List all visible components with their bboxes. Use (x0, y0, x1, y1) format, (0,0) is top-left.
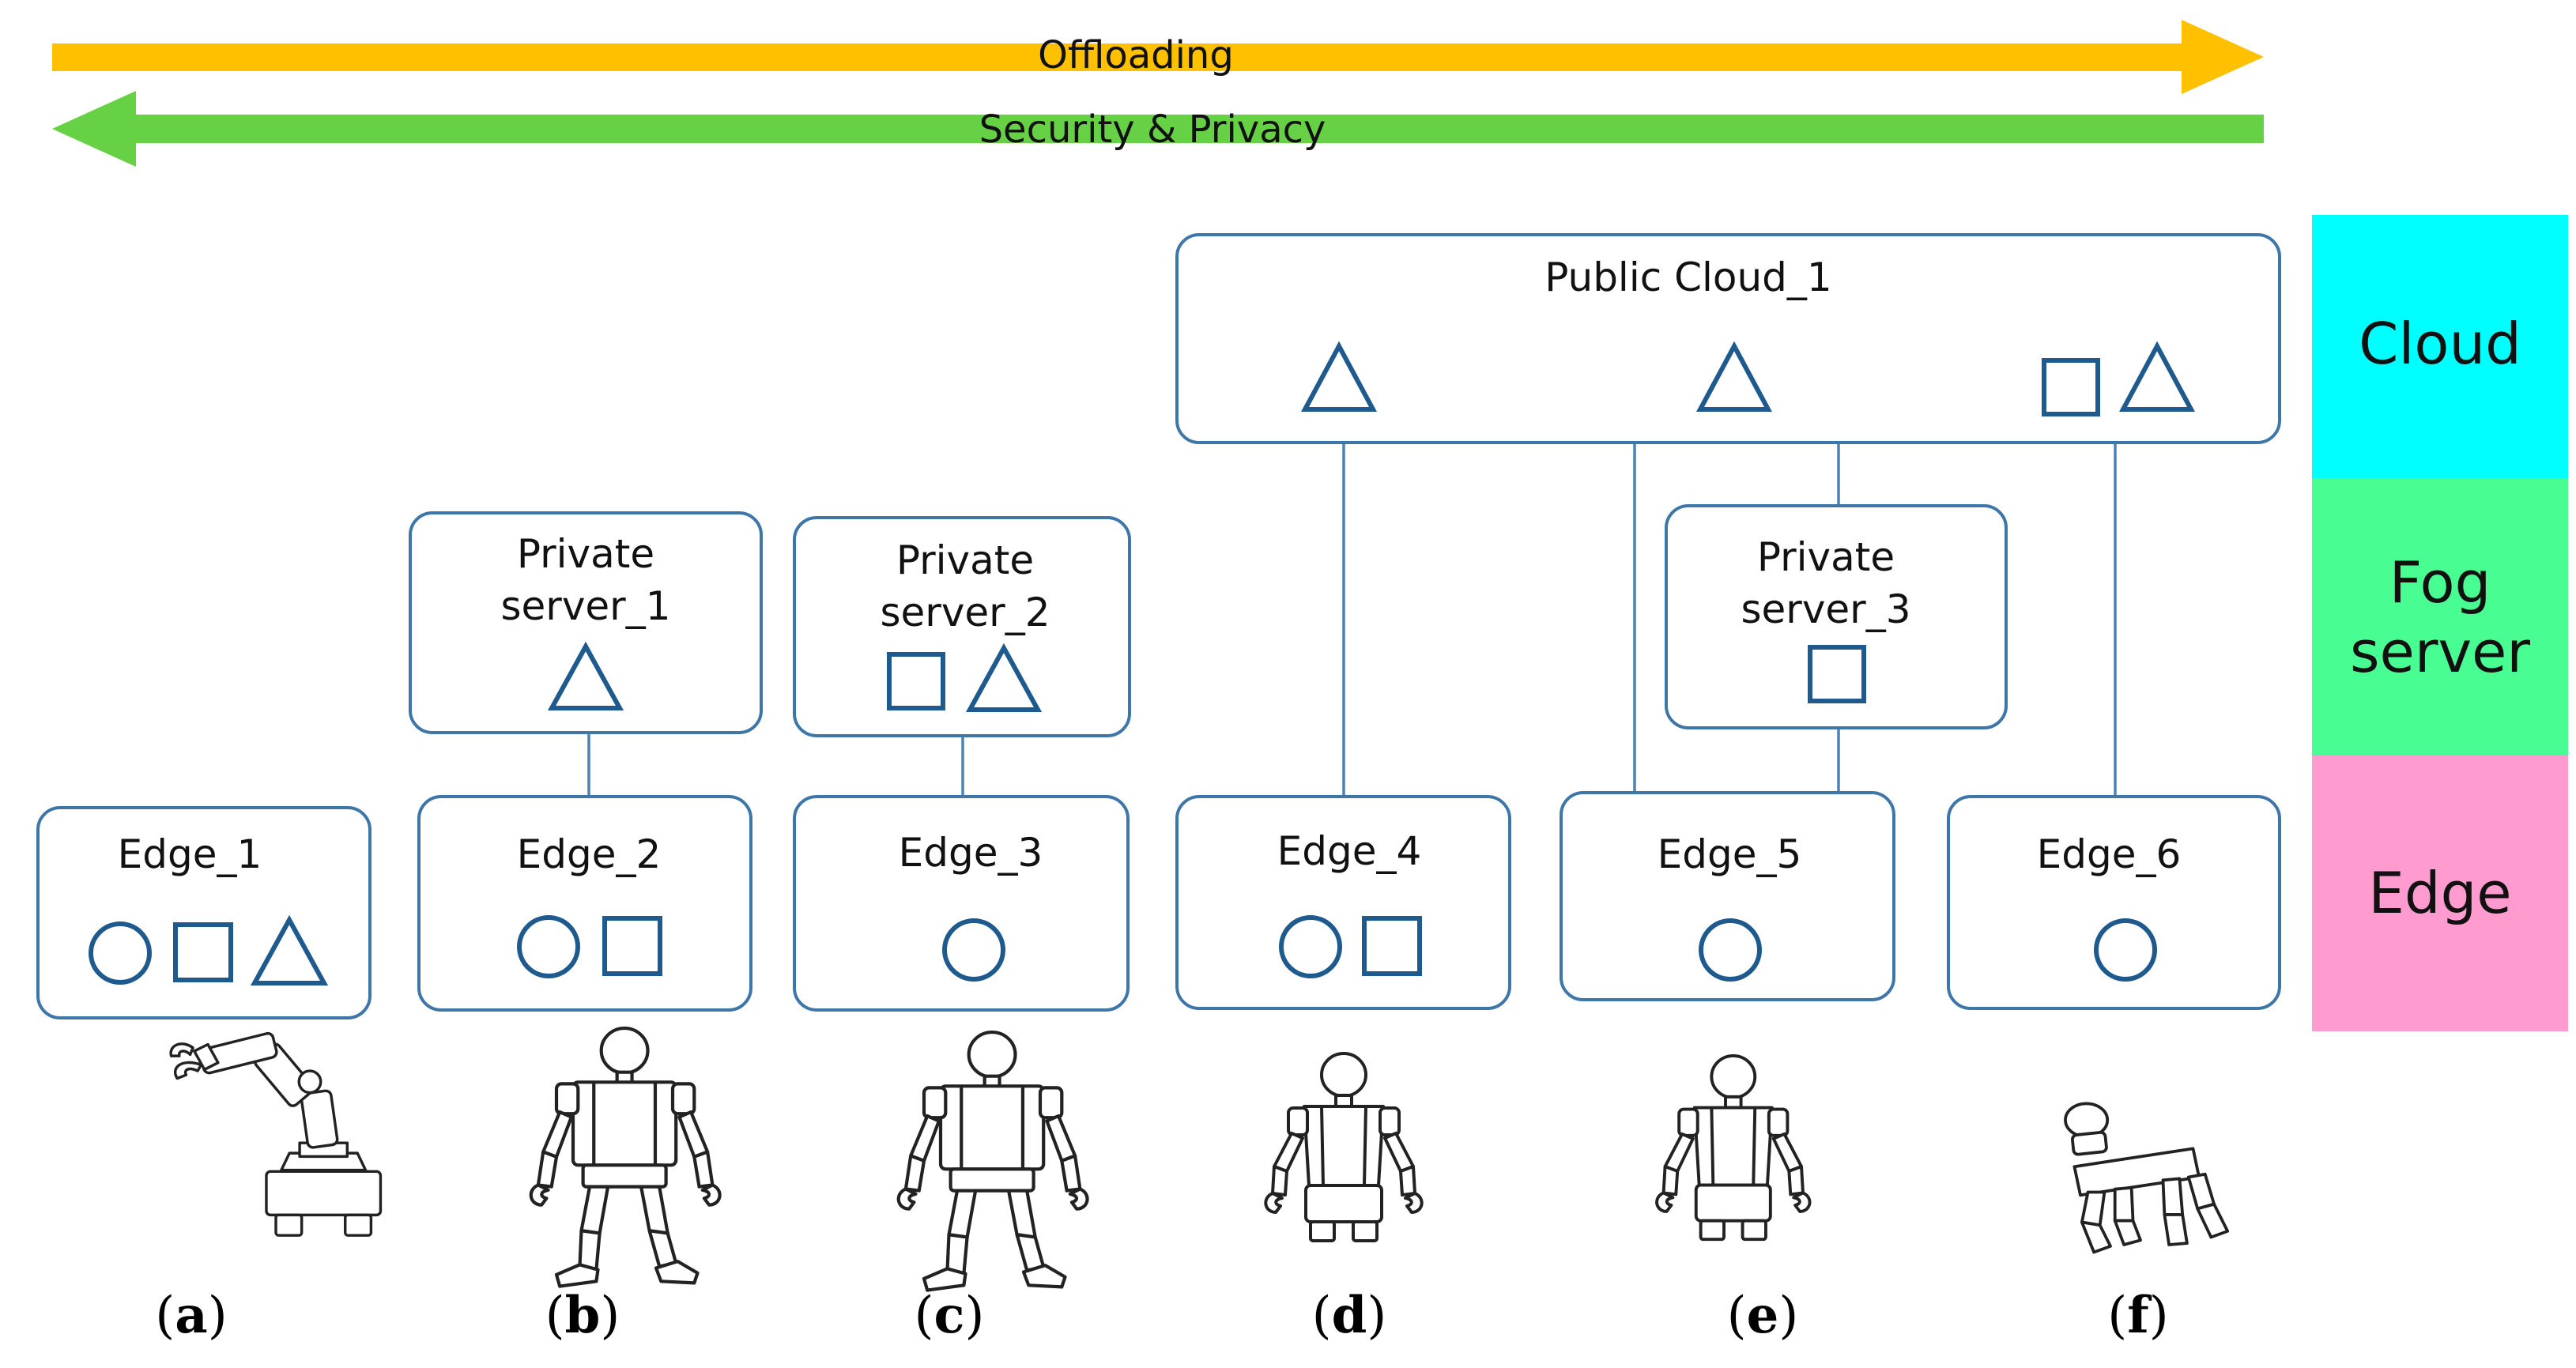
fog-layer-label-line1: Fog (2389, 549, 2491, 616)
caption-close: ) (208, 1287, 228, 1345)
public-cloud-box: Public Cloud_1 (1175, 233, 2281, 444)
square-icon (1808, 645, 1866, 703)
svg-text:(f): (f) (2107, 1286, 2168, 1345)
triangle-icon (1695, 341, 1773, 412)
caption-close: ) (1778, 1287, 1798, 1345)
edge-6-box: Edge_6 (1947, 795, 2281, 1010)
edge-5-box: Edge_5 (1560, 791, 1895, 1001)
fog-layer-band (2312, 478, 2568, 756)
edge-2-box: Edge_2 (417, 795, 752, 1012)
caption-b: (b) (545, 1286, 620, 1345)
caption-open: ( (1312, 1287, 1332, 1345)
triangle-icon (250, 914, 329, 985)
private-server-1-box: Private server_1 (409, 511, 763, 734)
circle-icon (1699, 918, 1762, 982)
edge-layer-band (2312, 756, 2568, 1031)
circle-icon (2094, 918, 2157, 982)
edge-3-label: Edge_3 (899, 830, 1043, 876)
caption-letter: e (1747, 1286, 1779, 1345)
svg-text:(b): (b) (545, 1286, 620, 1345)
private-server-2-box: Private server_2 (793, 516, 1131, 737)
caption-f: (f) (2107, 1286, 2168, 1345)
caption-open: ( (155, 1287, 175, 1345)
caption-d: (d) (1312, 1286, 1387, 1345)
wheeled-humanoid-robot-icon (1655, 1053, 1812, 1242)
public-cloud-label: Public Cloud_1 (1544, 254, 1832, 300)
connectors (587, 443, 2117, 797)
edge-4-label: Edge_4 (1277, 828, 1422, 874)
square-icon (602, 916, 662, 976)
caption-open: ( (915, 1287, 934, 1345)
fog-layer-label-line2: server (2350, 619, 2530, 685)
square-icon (173, 922, 233, 982)
triangle-icon (965, 643, 1043, 712)
triangle-icon (1300, 341, 1378, 412)
caption-letter: d (1332, 1286, 1367, 1345)
offloading-label: Offloading (1038, 33, 1234, 77)
robot-arm-icon (169, 1031, 383, 1237)
caption-a: (a) (155, 1286, 227, 1345)
circle-icon (89, 921, 152, 985)
caption-letter: c (934, 1286, 965, 1345)
caption-e: (e) (1727, 1286, 1799, 1345)
circle-icon (517, 915, 580, 978)
caption-close: ) (1367, 1287, 1386, 1345)
square-icon (2042, 358, 2100, 416)
quadruped-robot-icon (2064, 1102, 2230, 1254)
humanoid-robot-icon (531, 1028, 720, 1287)
caption-open: ( (545, 1287, 565, 1345)
square-icon (887, 652, 945, 710)
square-icon (1362, 916, 1422, 976)
caption-close: ) (600, 1287, 620, 1345)
private-server-2-label-line1: Private (896, 537, 1034, 583)
svg-text:(d): (d) (1312, 1286, 1387, 1345)
svg-text:(a): (a) (155, 1286, 227, 1345)
caption-c: (c) (915, 1286, 985, 1345)
offloading-arrow (52, 20, 2264, 94)
circle-icon (942, 918, 1005, 982)
svg-text:(e): (e) (1727, 1286, 1799, 1345)
private-server-1-label-line1: Private (517, 531, 654, 577)
wheeled-humanoid-robot-icon (1264, 1052, 1424, 1242)
svg-text:(c): (c) (915, 1286, 985, 1345)
edge-3-box: Edge_3 (793, 795, 1130, 1012)
edge-4-box: Edge_4 (1175, 795, 1511, 1010)
private-server-2-label-line2: server_2 (880, 590, 1050, 635)
caption-open: ( (1727, 1287, 1747, 1345)
cloud-layer-band (2312, 215, 2568, 478)
edge-1-label: Edge_1 (118, 831, 262, 877)
caption-letter: f (2127, 1286, 2152, 1345)
circle-icon (1279, 915, 1342, 978)
triangle-icon (2118, 341, 2196, 412)
private-server-3-label-line2: server_3 (1741, 586, 1910, 632)
edge-5-label: Edge_5 (1658, 831, 1802, 877)
caption-close: ) (2149, 1287, 2169, 1345)
edge-6-label: Edge_6 (2037, 831, 2182, 877)
edge-1-box: Edge_1 (36, 806, 372, 1019)
private-server-1-label-line2: server_1 (500, 583, 670, 629)
caption-letter: b (565, 1286, 601, 1345)
humanoid-robot-icon (899, 1032, 1088, 1291)
security-privacy-label: Security & Privacy (979, 107, 1326, 152)
security-privacy-arrow (52, 91, 2264, 167)
cloud-layer-label: Cloud (2359, 311, 2521, 377)
private-server-3-box: Private server_3 (1665, 504, 2008, 729)
caption-letter: a (175, 1286, 207, 1345)
edge-2-label: Edge_2 (517, 831, 662, 877)
triangle-icon (547, 641, 624, 710)
edge-layer-label: Edge (2368, 860, 2511, 926)
caption-close: ) (964, 1287, 984, 1345)
caption-open: ( (2107, 1287, 2127, 1345)
private-server-3-label-line1: Private (1757, 534, 1895, 580)
